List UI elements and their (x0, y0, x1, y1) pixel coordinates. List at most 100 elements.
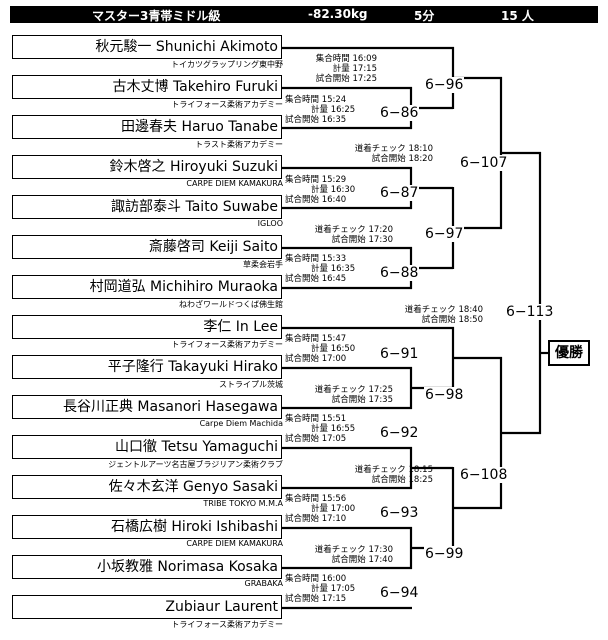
schedule-6-88: 集合時間 15:33 計量 16:35 試合開始 16:45 (285, 254, 355, 284)
schedule-6-99: 道着チェック 17:30 試合開始 17:40 (315, 545, 393, 565)
match-6-108: 6−108 (459, 467, 509, 483)
schedule-6-86: 集合時間 15:24 計量 16:25 試合開始 16:35 (285, 95, 355, 125)
match-6-96: 6−96 (424, 77, 465, 93)
match-6-107: 6−107 (459, 155, 509, 171)
player-team: IGLOO (257, 219, 283, 228)
schedule-6-96: 集合時間 16:09 計量 17:15 試合開始 17:25 (316, 54, 377, 84)
match-6-97: 6−97 (424, 226, 465, 242)
schedule-line: 試合開始 17:25 (315, 74, 377, 84)
player-slot: 石橋広樹 Hiroki Ishibashi (12, 515, 282, 539)
schedule-6-107: 道着チェック 18:10 試合開始 18:20 (355, 144, 433, 164)
schedule-line: 集合時間 15:29 (285, 175, 347, 185)
schedule-6-97: 道着チェック 17:20 試合開始 17:30 (315, 225, 393, 245)
schedule-line: 集合時間 16:09 (315, 54, 377, 64)
champion-box: 優勝 (548, 340, 590, 366)
schedule-line: 試合開始 18:25 (371, 475, 433, 485)
entrant-count: 15 人 (501, 9, 534, 23)
schedule-line: 試合開始 17:35 (331, 395, 393, 405)
match-6-88: 6−88 (379, 265, 420, 281)
schedule-line: 試合開始 17:30 (331, 235, 393, 245)
player-team: トライフォース柔術アカデミー (171, 620, 283, 629)
schedule-line: 試合開始 16:40 (285, 195, 347, 205)
schedule-6-108: 道着チェック 18:15 試合開始 18:25 (355, 465, 433, 485)
player-name: 斎藤啓司 Keiji Saito (148, 239, 278, 255)
schedule-line: 集合時間 15:56 (285, 494, 347, 504)
player-name: 石橋広樹 Hiroki Ishibashi (110, 519, 278, 535)
schedule-line: 試合開始 16:45 (285, 274, 347, 284)
schedule-6-91: 集合時間 15:47 計量 16:50 試合開始 17:00 (285, 334, 355, 364)
player-name: 秋元駿一 Shunichi Akimoto (95, 39, 278, 55)
player-slot: 諏訪部泰斗 Taito Suwabe (12, 195, 282, 219)
player-name: 山口徹 Tetsu Yamaguchi (115, 439, 278, 455)
player-team: ジェントルアーツ名古屋ブラジリアン柔術クラブ (108, 460, 283, 469)
division-title: マスター3青帯ミドル級 (92, 9, 221, 23)
player-slot: 李仁 In Lee (12, 315, 282, 339)
player-slot: 小坂教雅 Norimasa Kosaka (12, 555, 282, 579)
schedule-6-113: 道着チェック 18:40 試合開始 18:50 (405, 305, 483, 325)
schedule-line: 計量 16:30 (311, 185, 356, 195)
schedule-line: 集合時間 15:47 (285, 334, 347, 344)
player-name: Zubiaur Laurent (165, 599, 278, 615)
player-name: 平子隆行 Takayuki Hirako (107, 359, 278, 375)
schedule-line: 試合開始 17:40 (331, 555, 393, 565)
match-6-86: 6−86 (379, 105, 420, 121)
player-team: トラスト柔術アカデミー (195, 140, 283, 149)
player-team: トイカツグラップリング東中野 (171, 60, 283, 69)
schedule-line: 計量 16:50 (311, 344, 356, 354)
player-slot: 鈴木啓之 Hiroyuki Suzuki (12, 155, 282, 179)
player-slot: 古木丈博 Takehiro Furuki (12, 75, 282, 99)
player-name: 佐々木玄洋 Genyo Sasaki (108, 479, 278, 495)
schedule-line: 集合時間 15:33 (285, 254, 347, 264)
player-team: Carpe Diem Machida (199, 419, 283, 428)
match-6-94: 6−94 (379, 585, 420, 601)
player-team: CARPE DIEM KAMAKURA (186, 539, 283, 548)
player-name: 鈴木啓之 Hiroyuki Suzuki (109, 159, 278, 175)
schedule-6-98: 道着チェック 17:25 試合開始 17:35 (315, 385, 393, 405)
schedule-line: 試合開始 18:50 (421, 315, 483, 325)
player-team: ストライプル茨城 (219, 380, 283, 389)
player-slot: Zubiaur Laurent (12, 595, 282, 619)
schedule-line: 集合時間 15:24 (285, 95, 347, 105)
player-name: 長谷川正典 Masanori Hasegawa (62, 399, 278, 415)
schedule-6-92: 集合時間 15:51 計量 16:55 試合開始 17:05 (285, 414, 355, 444)
schedule-line: 集合時間 15:51 (285, 414, 347, 424)
player-name: 村岡道弘 Michihiro Muraoka (89, 279, 278, 295)
player-name: 李仁 In Lee (203, 319, 278, 335)
match-duration: 5分 (414, 9, 435, 23)
schedule-6-94: 集合時間 16:00 計量 17:05 試合開始 17:15 (285, 574, 355, 604)
schedule-line: 集合時間 16:00 (285, 574, 347, 584)
match-6-98: 6−98 (424, 387, 465, 403)
player-team: トライフォース柔術アカデミー (171, 100, 283, 109)
match-6-87: 6−87 (379, 185, 420, 201)
weight-limit: -82.30kg (308, 7, 368, 21)
schedule-line: 試合開始 18:20 (371, 154, 433, 164)
schedule-line: 計量 16:35 (311, 264, 356, 274)
player-slot: 斎藤啓司 Keiji Saito (12, 235, 282, 259)
player-team: GRABAKA (244, 579, 283, 588)
schedule-6-93: 集合時間 15:56 計量 17:00 試合開始 17:10 (285, 494, 355, 524)
schedule-line: 計量 17:05 (311, 584, 356, 594)
schedule-line: 計量 17:15 (332, 64, 377, 74)
schedule-line: 道着チェック 17:30 (314, 545, 393, 555)
schedule-line: 試合開始 17:05 (285, 434, 347, 444)
schedule-line: 計量 17:00 (311, 504, 356, 514)
player-team: CARPE DIEM KAMAKURA (186, 179, 283, 188)
player-name: 諏訪部泰斗 Taito Suwabe (111, 199, 278, 215)
schedule-line: 試合開始 17:15 (285, 594, 347, 604)
match-6-92: 6−92 (379, 425, 420, 441)
player-name: 小坂教雅 Norimasa Kosaka (96, 559, 278, 575)
player-slot: 村岡道弘 Michihiro Muraoka (12, 275, 282, 299)
schedule-line: 計量 16:55 (311, 424, 356, 434)
schedule-line: 道着チェック 17:25 (314, 385, 393, 395)
schedule-line: 試合開始 17:10 (285, 514, 347, 524)
player-team: 草柔会岩手 (243, 260, 283, 269)
player-team: ねわざワールドつくば佛生館 (179, 300, 283, 309)
schedule-line: 試合開始 17:00 (285, 354, 347, 364)
player-name: 古木丈博 Takehiro Furuki (112, 79, 279, 95)
player-slot: 佐々木玄洋 Genyo Sasaki (12, 475, 282, 499)
player-slot: 田邊春夫 Haruo Tanabe (12, 115, 282, 139)
schedule-line: 計量 16:25 (311, 105, 356, 115)
player-slot: 山口徹 Tetsu Yamaguchi (12, 435, 282, 459)
schedule-line: 道着チェック 18:15 (354, 465, 433, 475)
